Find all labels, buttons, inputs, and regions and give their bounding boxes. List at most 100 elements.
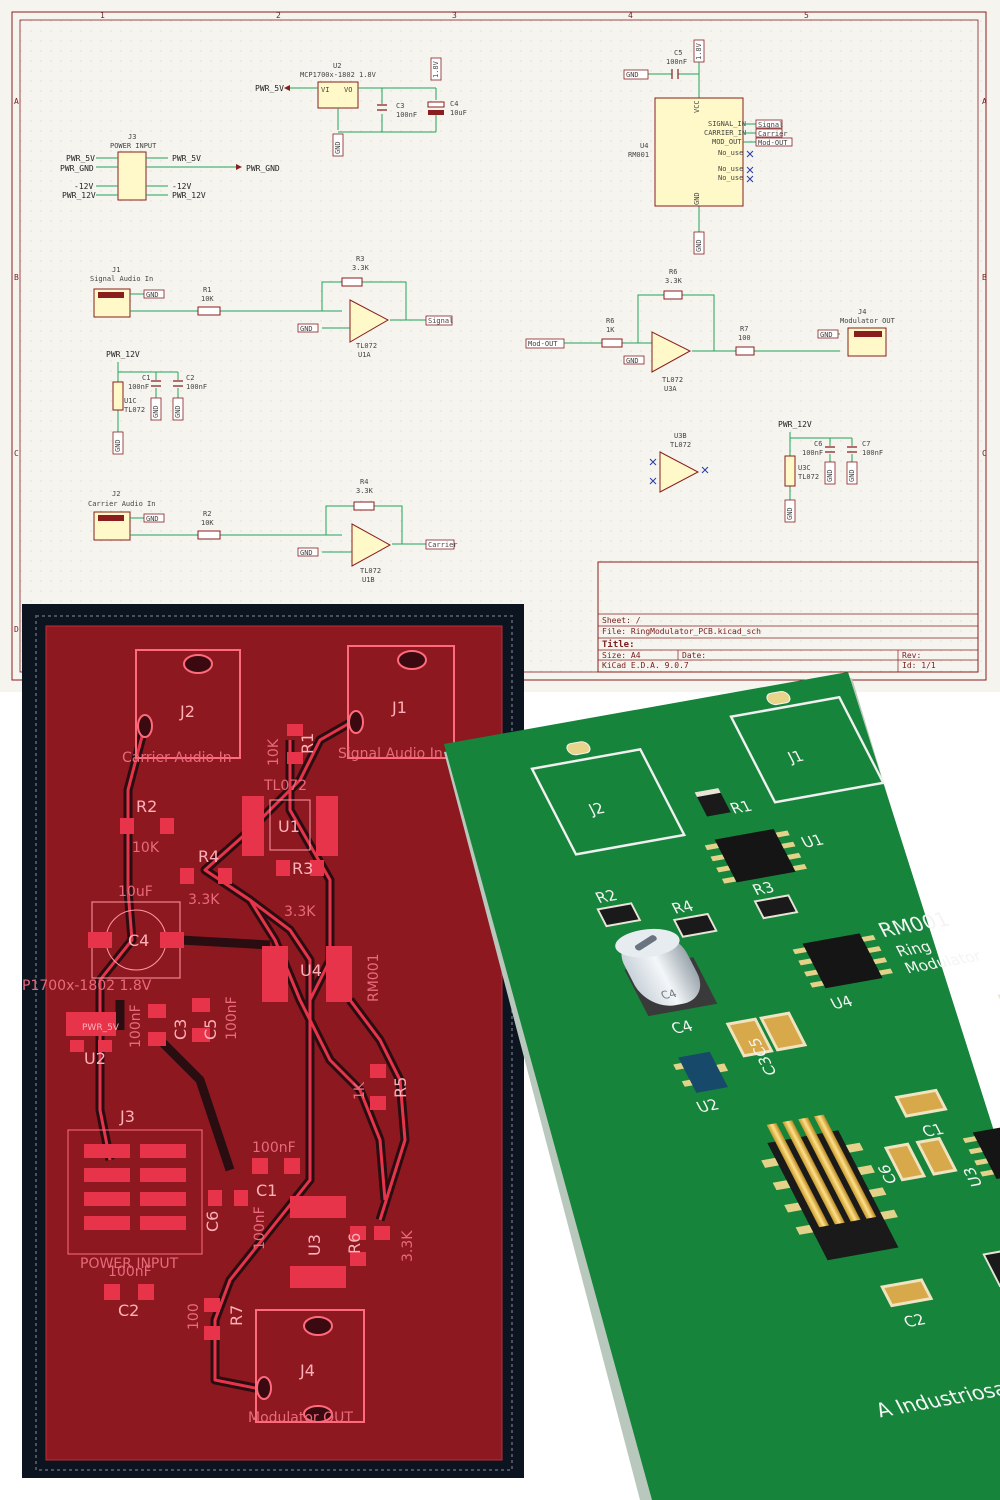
c7-value: 100nF	[862, 449, 883, 457]
schematic-sheet: 1 2 3 4 5 A B C D A B C U2 MCP1700x-1802…	[0, 0, 1000, 692]
c5-ref: C5	[674, 49, 682, 57]
r1-ref: R1	[203, 286, 211, 294]
3d-r7[interactable]: R7	[982, 1248, 1000, 1288]
pcb-r6-ref: R6	[345, 1233, 364, 1254]
u3c-supply[interactable]: PWR_12V C6 100nF C7 100nF U3C TL072 GND …	[778, 420, 883, 523]
border-row-a-right: A	[982, 97, 987, 106]
border-row-labels: A B C D A B C	[14, 97, 987, 634]
border-col-5: 5	[804, 11, 809, 20]
u3a-in-net: Mod-OUT	[528, 340, 558, 348]
pcb-r3-ref: R3	[292, 859, 313, 878]
3d-r2-ref: R2	[592, 887, 620, 907]
u2-vo: VO	[344, 86, 352, 94]
pcb-r1-value: 10K	[266, 738, 282, 766]
output-stage[interactable]: Mod-OUT R6 1K R6 3.3K GND TL072 U3A R7 1…	[525, 268, 896, 393]
pcb-r6[interactable]: R6 3.3K	[345, 1226, 416, 1266]
3d-u2[interactable]: U2	[670, 1050, 747, 1116]
u4-pin-nouse3: No_use	[718, 174, 743, 182]
u1c-supply[interactable]: PWR_12V C1 100nF C2 100nF U1C TL072 GND …	[106, 350, 207, 455]
pcb-r7[interactable]: R7 100	[186, 1298, 246, 1340]
u1c-pwr12: PWR_12V	[106, 350, 140, 359]
pcb-3d-render: J2 J1 R1 U1	[444, 672, 1000, 1500]
border-col-4: 4	[628, 11, 633, 20]
3d-c2[interactable]: C2	[879, 1278, 944, 1332]
3d-c1-ref: C1	[919, 1121, 947, 1141]
r2-ref: R2	[203, 510, 211, 518]
pcb-u1-ref: U1	[278, 817, 300, 836]
pcb-c6-ref: C6	[203, 1211, 222, 1232]
power-input-j3[interactable]: J3 POWER INPUT PWR_5V PWR_GND -12V PWR_1…	[60, 133, 280, 201]
pcb-j3-name: POWER INPUT	[80, 1256, 179, 1272]
c5-value: 100nF	[666, 58, 687, 66]
u4-pin-carrier: CARRIER_IN	[704, 129, 746, 137]
pcb-j1[interactable]: J1 Signal Audio In	[338, 645, 455, 762]
pcb-c4[interactable]: 10uF C4	[88, 884, 184, 979]
j1-ref: J1	[112, 266, 120, 274]
pcb-c1[interactable]: 100nF C1	[252, 1140, 300, 1200]
u2-vi: VI	[321, 86, 329, 94]
pcb-r5[interactable]: R5 1K	[352, 1064, 410, 1110]
3d-u1[interactable]: U1	[703, 822, 836, 885]
pcb-c3-c5[interactable]: 100nF C3 C5 100nF	[128, 996, 240, 1048]
u2-in-net: PWR_5V	[255, 84, 284, 93]
3d-r2[interactable]: R2	[588, 885, 642, 928]
3d-r3[interactable]: R3	[746, 877, 799, 920]
u1a-part: TL072	[356, 342, 377, 350]
pcb-u2[interactable]: P1700x-1802 1.8V PWR_5V U2	[22, 978, 152, 1068]
pcb-j3[interactable]: J3 POWER INPUT	[67, 1107, 203, 1272]
pcb-r2[interactable]: R2 10K	[120, 797, 174, 856]
signal-input-stage[interactable]: J1 Signal Audio In GND R1 10K R3 3.3K GN…	[90, 255, 453, 359]
border-col-1: 1	[100, 11, 105, 20]
j3-right-pwr12v: PWR_12V	[172, 191, 206, 200]
pcb-c3-ref: C3	[171, 1019, 190, 1040]
3d-j3-header[interactable]	[745, 1111, 912, 1263]
pcb-j2[interactable]: J2 Carrier Audio In	[122, 649, 241, 766]
pcb-r1-ref: R1	[298, 733, 317, 754]
pcb-j4[interactable]: J4 Modulator OUT	[248, 1309, 365, 1426]
3d-r3-ref: R3	[750, 879, 778, 899]
pcb-c2-value: 100nF	[108, 1264, 152, 1280]
pcb-c6[interactable]: C6 100nF	[203, 1190, 268, 1250]
3d-u4-ref: U4	[827, 993, 856, 1013]
pcb-j3-ref: J3	[119, 1107, 135, 1126]
pcb-r1[interactable]: R1 10K	[266, 724, 317, 766]
pcb-u1[interactable]: TL072 U1	[242, 778, 338, 856]
u3b-unused[interactable]: U3B TL072	[649, 432, 709, 493]
u4-net-carrier: Carrier	[758, 130, 788, 138]
pcb-r3[interactable]: R3 3.3K	[276, 859, 324, 920]
rm001-u4[interactable]: 1.8V C5 100nF GND U4 RM001 VCC GND SIGNA…	[623, 39, 793, 255]
pcb-u4[interactable]: U4 RM001	[262, 946, 382, 1002]
r4-ref: R4	[360, 478, 368, 486]
j3-left-pwrgnd: PWR_GND	[60, 164, 94, 173]
pcb-r4[interactable]: R4 3.3K	[180, 847, 232, 908]
pcb-c2-ref: C2	[118, 1301, 139, 1320]
regulator-u2[interactable]: U2 MCP1700x-1802 1.8V VI VO PWR_5V 1.8V …	[255, 57, 467, 157]
3d-r4[interactable]: R4	[665, 896, 718, 938]
3d-c1[interactable]: C1	[894, 1088, 959, 1142]
r5-value: 1K	[606, 326, 615, 334]
pcb-layout-view: J2 Carrier Audio In J1 Signal Audio In R…	[22, 604, 524, 1478]
r4-value: 3.3K	[356, 487, 374, 495]
tb-id: Id: 1/1	[902, 661, 936, 670]
border-row-c-right: C	[982, 449, 987, 458]
3d-r1[interactable]: R1	[694, 784, 755, 822]
pcb-r2-value: 10K	[132, 840, 160, 856]
u2-part: MCP1700x-1802 1.8V	[300, 71, 377, 79]
j1-name: Signal Audio In	[90, 275, 153, 283]
carrier-input-stage[interactable]: J2 Carrier Audio In GND R2 10K R4 3.3K G…	[88, 478, 458, 584]
3d-c4-mark: C4	[659, 988, 680, 1002]
pcb-c5-ref: C5	[201, 1019, 220, 1040]
u4-pin-modout: MOD_OUT	[712, 138, 742, 146]
pcb-u3[interactable]: U3	[290, 1196, 346, 1288]
pcb-u4-part: RM001	[366, 953, 382, 1002]
3d-c4[interactable]: C4 C4	[607, 924, 729, 1040]
pcb-c2[interactable]: 100nF C2	[104, 1264, 154, 1320]
pcb-r5-ref: R5	[391, 1077, 410, 1098]
j3-right-pwr5v: PWR_5V	[172, 154, 201, 163]
3d-u2-ref: U2	[693, 1096, 722, 1116]
pcb-u4-ref: U4	[300, 961, 322, 980]
pcb-r2-ref: R2	[136, 797, 157, 816]
u4-vcc-net: 1.8V	[695, 42, 703, 60]
border-col-3: 3	[452, 11, 457, 20]
u1a-out-net: Signal	[428, 317, 453, 325]
